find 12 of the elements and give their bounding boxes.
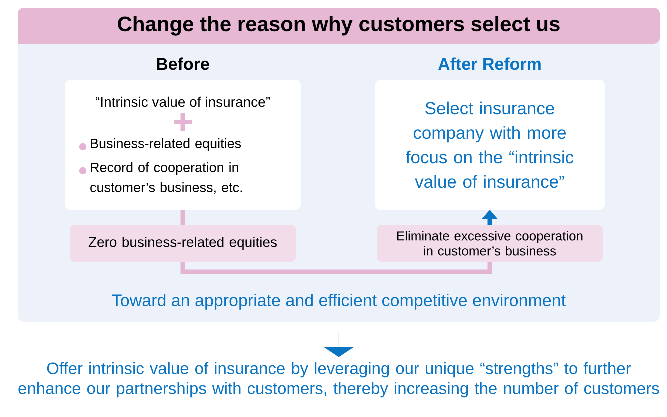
bullet-text: Business-related equities [91,138,242,152]
connector-arrow [324,332,354,358]
box-heading: Before [157,58,210,70]
header-band: Change the reason why customers select us [18,8,660,44]
measure-box: Eliminate excessive cooperation in customer’s business [377,225,603,262]
quote-text: “Intrinsic value of insurance” [96,96,270,108]
footer-text: Toward an appropriate and efficient competitive environment [112,294,566,310]
box-heading: After Reform [438,58,541,70]
bullet-text: Record of cooperation in customer’s business, etc. [90,162,242,194]
conclusion-text: Offer intrinsic value of insurance by leveraging our unique “strengths” to further enhance our partnerships with customers, thereby increasing the number of customers [18,362,660,398]
result-text: Select insurance company with more focus on the “intrinsic value of insurance” [406,102,574,188]
measure-box: Zero business-related equities [70,225,296,262]
